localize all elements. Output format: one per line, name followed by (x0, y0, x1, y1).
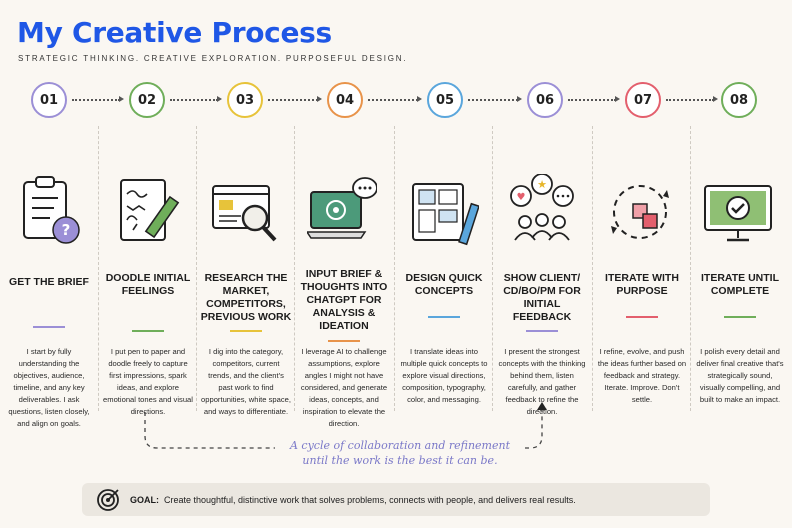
page-title: My Creative Process (17, 16, 332, 49)
target-icon (97, 488, 119, 511)
step-title: INPUT BRIEF & THOUGHTS INTO CHATGPT FOR … (300, 268, 388, 332)
step-connector (368, 96, 422, 102)
step-description: I put pen to paper and doodle freely to … (103, 347, 193, 416)
cycle-caption-line: until the work is the best it can be. (302, 454, 498, 467)
step-connector (468, 96, 522, 102)
step-title: RESEARCH THE MARKET, COMPETITORS, PREVIO… (200, 272, 292, 323)
step-card-6: ♥ ★ SHOW CLIENT/ CD/BO/PM FOR INITIAL FE… (492, 126, 592, 416)
step-accent-rule (626, 316, 658, 318)
clipboard-question-icon: ? (23, 176, 80, 244)
step-number-2: 02 (129, 82, 165, 118)
step-connector (72, 96, 124, 102)
step-title: GET THE BRIEF (9, 276, 89, 288)
step-card-8: ITERATE UNTIL COMPLETE I polish every de… (690, 126, 790, 411)
cycle-caption: A cycle of collaboration and refinement … (280, 438, 520, 468)
step-number-8: 08 (721, 82, 757, 118)
goal-label: GOAL: (130, 494, 159, 505)
svg-text:?: ? (62, 221, 71, 239)
step-connector (666, 96, 718, 102)
step-title: SHOW CLIENT/ CD/BO/PM FOR INITIAL FEEDBA… (503, 272, 581, 323)
sketch-pencil-icon (120, 179, 180, 241)
browser-magnifier-icon (212, 185, 277, 242)
step-description: I polish every detail and deliver final … (696, 347, 784, 404)
monitor-check-icon (704, 185, 772, 242)
people-feedback-icon: ♥ ★ (510, 174, 574, 241)
step-description: I translate ideas into multiple quick co… (400, 347, 488, 404)
step-description: I leverage AI to challenge assumptions, … (300, 347, 388, 428)
step-accent-rule (526, 330, 558, 332)
laptop-ai-icon (307, 177, 377, 239)
process-steps: 01 02 03 04 05 06 07 08 ? GET THE BRIEF … (0, 82, 792, 428)
step-number-1: 01 (31, 82, 67, 118)
svg-text:♥: ♥ (517, 192, 526, 203)
step-card-3: RESEARCH THE MARKET, COMPETITORS, PREVIO… (196, 126, 294, 416)
step-description: I refine, evolve, and push the ideas fur… (597, 347, 687, 404)
step-connector (170, 96, 222, 102)
step-connector (568, 96, 620, 102)
svg-text:★: ★ (537, 178, 547, 191)
step-description: I start by fully understanding the objec… (8, 347, 90, 428)
step-number-3: 03 (227, 82, 263, 118)
refresh-cycle-icon (611, 185, 669, 239)
step-accent-rule (132, 330, 164, 332)
step-title: ITERATE UNTIL COMPLETE (701, 272, 779, 297)
step-card-5: DESIGN QUICK CONCEPTS I translate ideas … (394, 126, 492, 411)
step-accent-rule (724, 316, 756, 318)
step-card-2: DOODLE INITIAL FEELINGS I put pen to pap… (98, 126, 196, 416)
step-title: ITERATE WITH PURPOSE (605, 272, 679, 297)
step-connector (268, 96, 322, 102)
step-title: DOODLE INITIAL FEELINGS (105, 272, 191, 297)
layout-pencil-icon (412, 183, 479, 246)
step-number-6: 06 (527, 82, 563, 118)
page-subtitle: STRATEGIC THINKING. CREATIVE EXPLORATION… (18, 54, 408, 63)
step-card-1: ? GET THE BRIEF I start by fully underst… (0, 126, 98, 428)
step-number-4: 04 (327, 82, 363, 118)
step-description: I dig into the category, competitors, cu… (201, 347, 291, 416)
step-title: DESIGN QUICK CONCEPTS (405, 272, 483, 297)
step-number-5: 05 (427, 82, 463, 118)
step-card-7: ITERATE WITH PURPOSE I refine, evolve, a… (592, 126, 690, 411)
step-card-4: INPUT BRIEF & THOUGHTS INTO CHATGPT FOR … (294, 126, 394, 428)
cycle-caption-line: A cycle of collaboration and refinement (289, 439, 511, 452)
step-number-7: 07 (625, 82, 661, 118)
step-accent-rule (230, 330, 262, 332)
goal-text: Create thoughtful, distinctive work that… (164, 494, 576, 505)
step-accent-rule (328, 340, 360, 342)
step-accent-rule (33, 326, 65, 328)
step-accent-rule (428, 316, 460, 318)
goal-banner: GOAL: Create thoughtful, distinctive wor… (82, 483, 710, 516)
